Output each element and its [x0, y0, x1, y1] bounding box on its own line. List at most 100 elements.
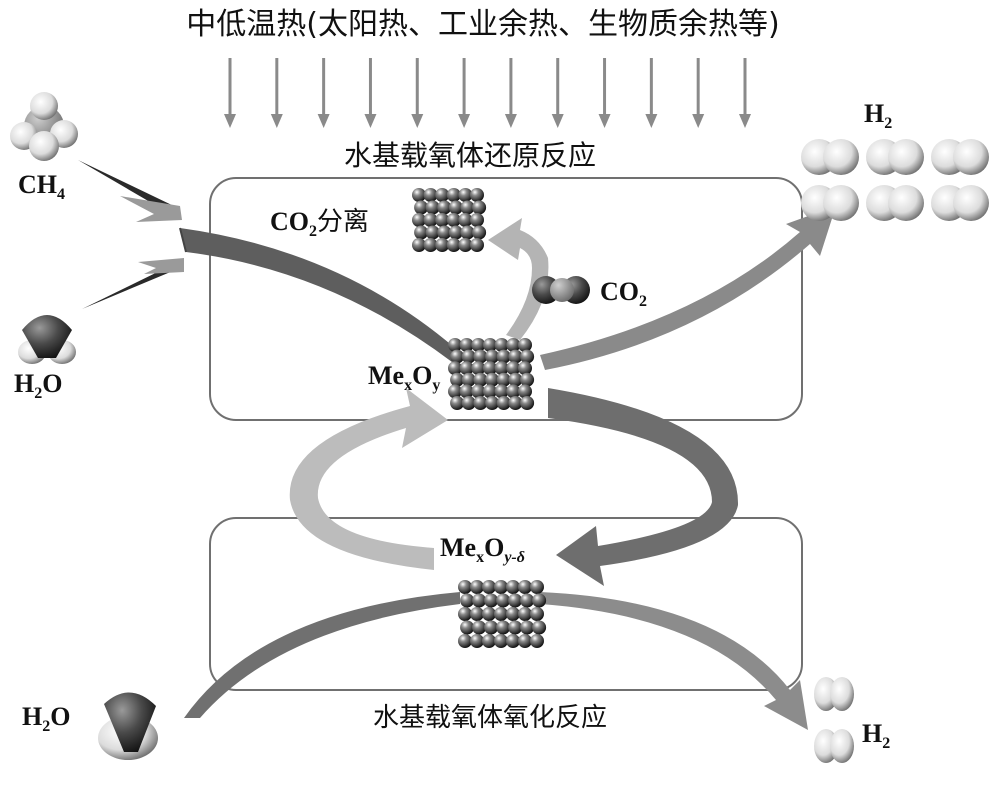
heat-arrow-icon — [692, 58, 705, 128]
atom — [532, 593, 547, 608]
atom — [472, 200, 487, 215]
atom — [506, 384, 521, 399]
atom — [530, 580, 544, 594]
atom — [518, 607, 532, 621]
atom — [520, 396, 535, 410]
co2-sorbent-cube-icon — [412, 188, 487, 252]
atom — [482, 607, 496, 621]
atom — [483, 338, 497, 352]
atom — [518, 384, 532, 399]
atom — [506, 580, 520, 594]
water-oxidation-arrow — [184, 592, 460, 718]
oxide-label: MexOy — [368, 361, 440, 394]
heat-arrows — [224, 58, 751, 128]
hydrogen-molecule-icon — [801, 185, 859, 221]
atom — [496, 396, 511, 410]
arrow-edge — [179, 227, 187, 253]
hydrogen-molecule-icon — [801, 139, 859, 175]
atom — [448, 384, 462, 399]
hydrogen-molecule-icon — [931, 139, 989, 175]
heat-arrow-icon — [739, 58, 751, 128]
heat-arrow-icon — [551, 58, 564, 128]
atom — [461, 372, 476, 387]
heat-arrow-icon — [364, 58, 377, 128]
atom — [508, 620, 523, 635]
atom — [470, 238, 484, 252]
atom — [472, 620, 487, 635]
atom — [473, 349, 488, 364]
atom — [520, 349, 535, 364]
atom — [448, 361, 462, 376]
atom — [460, 620, 475, 635]
reduced-oxide-label: MexOy-δ — [440, 533, 525, 566]
oxygen-carrier-cube-icon — [448, 338, 535, 410]
atom — [461, 349, 476, 364]
atom — [508, 593, 523, 608]
atom — [470, 188, 484, 202]
atom — [423, 213, 438, 227]
atom — [450, 372, 465, 387]
heat-source-title: 中低温热(太阳热、工业余热、生物质余热等) — [186, 7, 779, 42]
methane-input-arrowhead — [120, 196, 182, 222]
atom — [506, 361, 521, 376]
heat-arrow-icon — [504, 58, 517, 128]
atom — [485, 349, 500, 364]
atom — [459, 338, 474, 352]
co2-product-label: CO2 — [600, 277, 647, 310]
heat-arrow-icon — [224, 58, 236, 128]
hydrogen-label-bottom: H2 — [862, 719, 890, 752]
atom — [506, 338, 521, 352]
atom — [425, 200, 440, 215]
hydrogen-molecules-bottom — [814, 677, 854, 763]
heat-arrow-icon — [645, 58, 658, 128]
atom — [482, 580, 496, 594]
atom — [530, 634, 544, 648]
reduction-main-arrow — [180, 228, 455, 362]
atom — [459, 384, 474, 399]
atom — [471, 338, 486, 352]
heat-arrow-icon — [411, 58, 424, 128]
cycle-arrow-down — [548, 388, 739, 586]
atom — [508, 372, 523, 387]
hydrogen-molecule-icon — [866, 139, 924, 175]
atom — [458, 188, 473, 202]
co2-molecule-icon — [532, 276, 590, 304]
atom — [460, 225, 475, 240]
co2-separation-label: CO2分离 — [270, 207, 369, 240]
atom — [458, 213, 473, 227]
atom — [508, 396, 523, 410]
methane-label: CH4 — [18, 170, 65, 203]
hydrogen-molecule-icon — [814, 729, 854, 763]
atom — [473, 372, 488, 387]
atom — [520, 620, 535, 635]
atom — [494, 384, 509, 399]
atom — [448, 338, 462, 352]
hydrogen-molecule-icon — [931, 185, 989, 221]
atom — [484, 593, 499, 608]
oxidation-reactor-box — [209, 517, 803, 691]
atom — [412, 188, 426, 202]
atom — [458, 580, 472, 594]
atom — [494, 361, 509, 376]
atom — [435, 238, 450, 252]
hydrogen-molecule-icon — [866, 185, 924, 221]
atom — [473, 396, 488, 410]
atom — [496, 620, 511, 635]
atom — [437, 200, 452, 215]
atom — [532, 620, 547, 635]
co2-separation-arrow — [488, 218, 549, 340]
atom — [423, 238, 438, 252]
atom — [518, 634, 532, 648]
atom — [506, 634, 520, 648]
heat-arrow-icon — [317, 58, 330, 128]
atom — [530, 607, 544, 621]
hydrogen-oxidation-arrow — [540, 592, 808, 730]
atom — [414, 200, 429, 215]
cycle-arrow-up — [289, 388, 448, 570]
reduction-reactor-box — [209, 177, 803, 421]
atom — [461, 396, 476, 410]
atom — [435, 213, 450, 227]
atom — [472, 225, 487, 240]
reduced-oxygen-carrier-cube-icon — [458, 580, 547, 648]
